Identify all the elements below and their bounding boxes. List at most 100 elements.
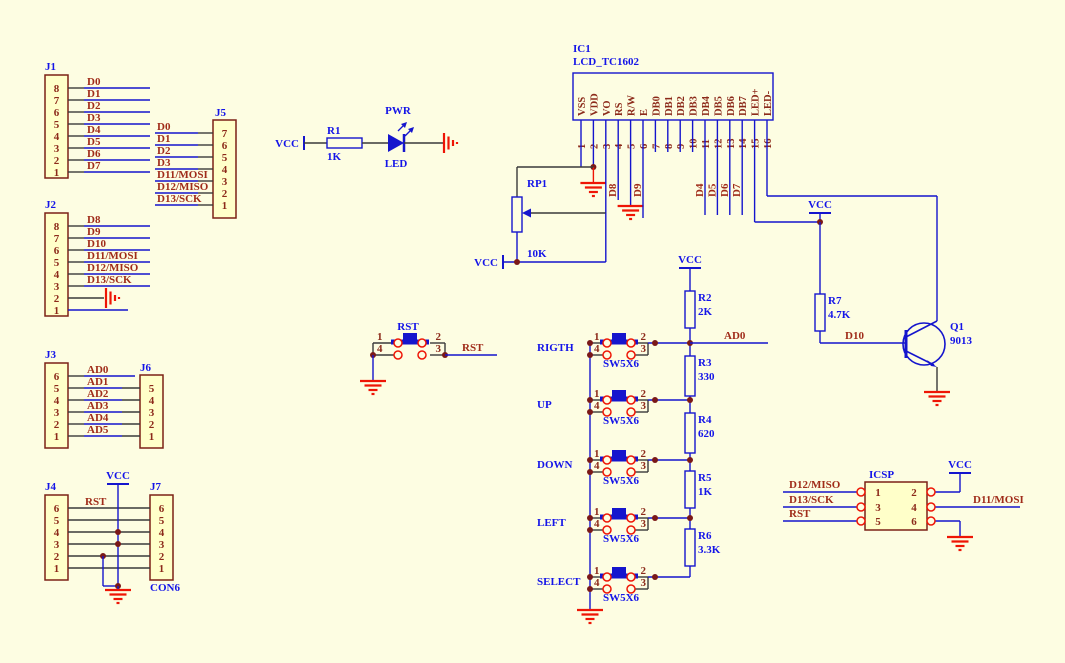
resistor-ref: R3 [698,357,712,369]
led-arrow-icon [401,122,407,128]
junction-dot [587,469,593,475]
pin-number: 3 [54,407,60,419]
pin-number: 4 [594,460,600,472]
connector-j3-box [44,362,69,449]
pin-circle-icon [626,584,636,594]
pin-number: 3 [54,143,60,155]
junction-dot [115,541,121,547]
net-label: D1 [87,88,100,100]
resistor-body [684,290,696,329]
pin-number: 3 [159,539,165,551]
button-part: SW5X6 [603,592,640,604]
ic-pin-name: DB4 [701,95,712,116]
pin-circle-icon [602,350,612,360]
vcc-label: VCC [948,459,972,471]
connector-type: CON6 [150,582,180,594]
pin-number: 4 [159,527,165,539]
pin-number: 1 [54,563,60,575]
button-name: UP [537,399,552,411]
component-ref: Q1 [950,321,964,333]
net-label: RST [789,508,811,520]
pin-number: 1 [222,200,228,212]
pin-number: 2 [641,331,647,343]
junction-dot [587,586,593,592]
button-part: SW5X6 [603,358,640,370]
ic-pin-name: VO [602,100,613,116]
pin-circle-icon [626,513,636,523]
ic-pin-name: DB6 [726,96,737,116]
ic-pin-number: 5 [627,144,638,149]
net-label: D12/MISO [157,181,209,193]
pin-number: 3 [54,539,60,551]
pin-number: 7 [54,95,60,107]
resistor-value: 2K [698,306,713,318]
pin-number: 7 [54,233,60,245]
ic-pin-number: 16 [763,139,774,150]
pin-number: 4 [594,400,600,412]
pin-number: 3 [641,343,647,355]
pin-number: 7 [222,128,228,140]
button-bar-icon [600,396,638,402]
pin-number: 4 [54,269,60,281]
button-cap-icon [612,450,626,457]
pin-number: 3 [875,502,881,514]
pin-number: 6 [54,371,60,383]
junction-dot [652,397,658,403]
ic1-box [572,72,774,121]
vcc-label: VCC [474,257,498,269]
connector-ref: J5 [215,107,227,119]
pin-number: 3 [641,518,647,530]
button-bar-icon [600,573,638,579]
pin-number: 2 [54,155,60,167]
ic-pin-number: 8 [664,144,675,149]
resistor-body [684,412,696,454]
net-label: D9 [87,226,101,238]
pin-number: 6 [54,503,60,515]
ic-pin-number: 6 [639,144,650,149]
ic-pin-name: R/W [627,95,638,117]
pin-circle-icon [626,338,636,348]
pin-number: 3 [436,343,442,355]
pin-number: 3 [641,577,647,589]
pin-circle-icon [602,338,612,348]
ic-pin-name: DB3 [689,96,700,116]
net-label: D4 [87,124,101,136]
button-bar-icon [600,514,638,520]
pin-number: 5 [54,119,60,131]
junction-dot [587,515,593,521]
resistor-body [684,355,696,397]
pin-number: 6 [54,107,60,119]
resistor-value: 1K [327,151,342,163]
pin-number: 4 [594,343,600,355]
net-label: D7 [87,160,101,172]
pin-number: 4 [911,502,917,514]
pin-circle-icon [602,407,612,417]
junction-dot [587,409,593,415]
pin-circle-icon [417,338,427,348]
connector-ref: J3 [45,349,57,361]
net-label: D4 [694,183,706,197]
connector-ref: J6 [140,362,152,374]
pin-number: 3 [222,176,228,188]
net-label: AD0 [87,364,109,376]
resistor-value: 3.3K [698,544,721,556]
pin-circle-icon [626,407,636,417]
net-label: D2 [87,100,101,112]
pin-number: 4 [54,527,60,539]
resistor-ref: R5 [698,472,712,484]
resistor-ref: R1 [327,125,340,137]
button-name: LEFT [537,517,566,529]
net-label: AD1 [87,376,108,388]
pin-number: 1 [594,506,600,518]
pin-number: 4 [149,395,155,407]
resistor-ref: R7 [828,295,842,307]
component-ref: RST [397,321,419,333]
junction-dot [587,340,593,346]
net-label: RST [85,496,107,508]
pin-number: 3 [641,460,647,472]
component-ref: LED [385,158,408,170]
junction-dot [587,352,593,358]
ic-pin-number: 13 [726,139,737,150]
ic-pin-number: 10 [689,139,700,150]
